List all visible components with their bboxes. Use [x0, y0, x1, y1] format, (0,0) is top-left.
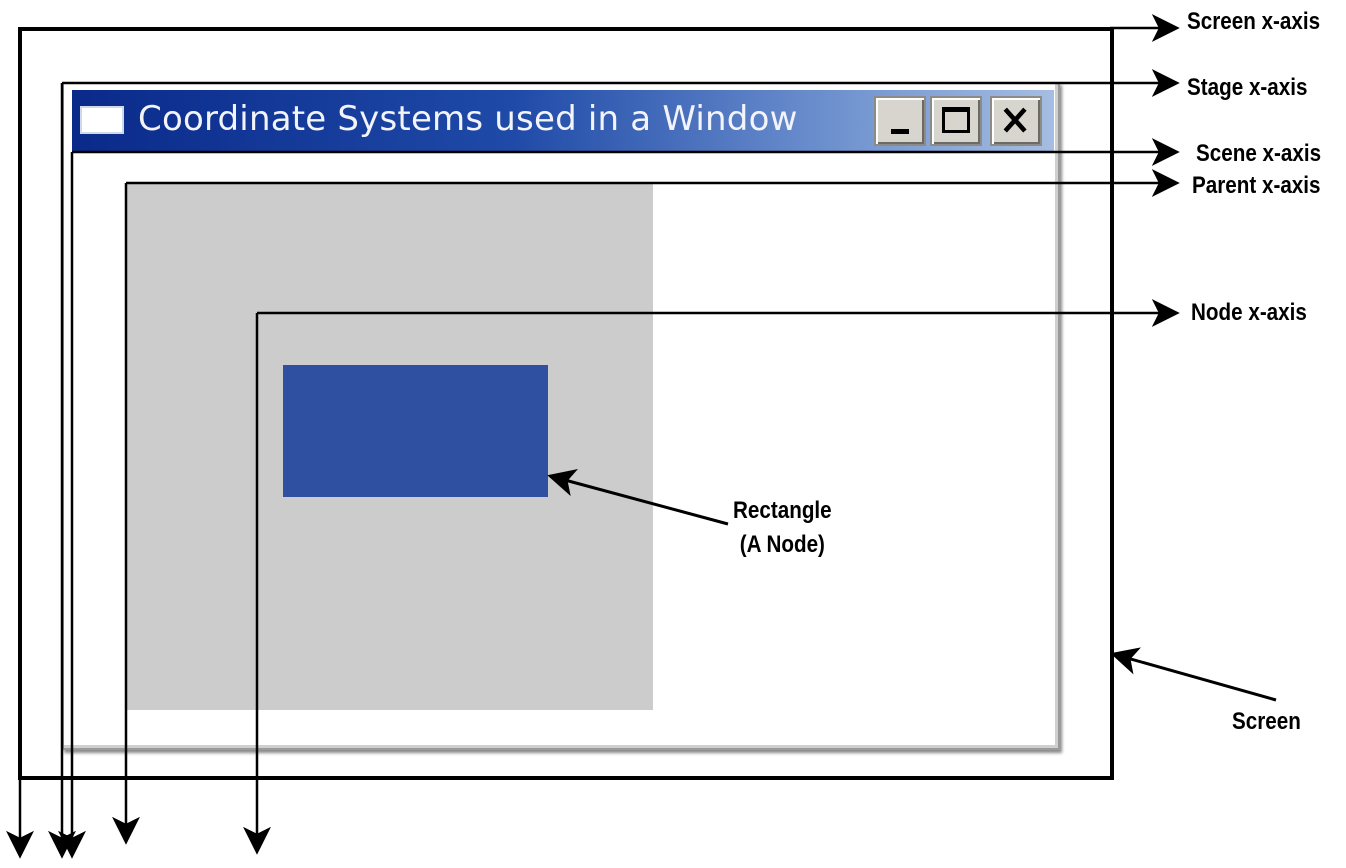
stage-x-axis-label: Stage x-axis	[1187, 74, 1308, 101]
maximize-button[interactable]	[930, 96, 982, 146]
node-x-axis-label: Node x-axis	[1191, 299, 1307, 326]
parent-x-axis-label: Parent x-axis	[1192, 172, 1321, 199]
rectangle-callout-line1: Rectangle	[733, 497, 832, 524]
scene-x-axis-label: Scene x-axis	[1196, 140, 1322, 167]
rectangle-callout-line2: (A Node)	[739, 531, 825, 558]
rectangle-callout-label: Rectangle (A Node)	[733, 494, 832, 562]
minimize-icon	[891, 129, 909, 134]
rectangle-node	[283, 365, 548, 497]
close-icon	[1003, 107, 1027, 133]
close-button[interactable]	[990, 96, 1042, 146]
window-icon	[80, 106, 124, 134]
screen-callout-arrow	[1110, 647, 1277, 702]
minimize-button[interactable]	[874, 96, 926, 146]
window-title: Coordinate Systems used in a Window	[138, 99, 798, 139]
maximize-icon	[942, 107, 970, 133]
screen-x-axis-label: Screen x-axis	[1187, 8, 1321, 35]
screen-callout-label: Screen	[1232, 708, 1301, 735]
rectangle-callout-arrow	[547, 469, 729, 526]
